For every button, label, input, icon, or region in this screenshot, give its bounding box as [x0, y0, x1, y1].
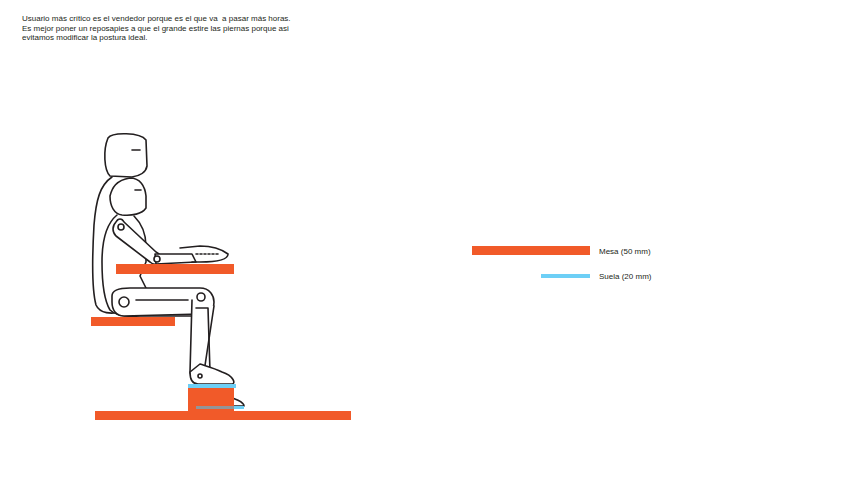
legend-swatch	[472, 246, 590, 255]
note-text: Usuario más crítico es el vendedor porqu…	[22, 14, 352, 24]
legend-swatch	[541, 274, 590, 278]
legend-text: Mesa (50 mm)	[599, 247, 651, 256]
legend-text: Suela (20 mm)	[599, 272, 651, 281]
note-text: Es mejor poner un reposapies a que el gr…	[22, 24, 322, 43]
